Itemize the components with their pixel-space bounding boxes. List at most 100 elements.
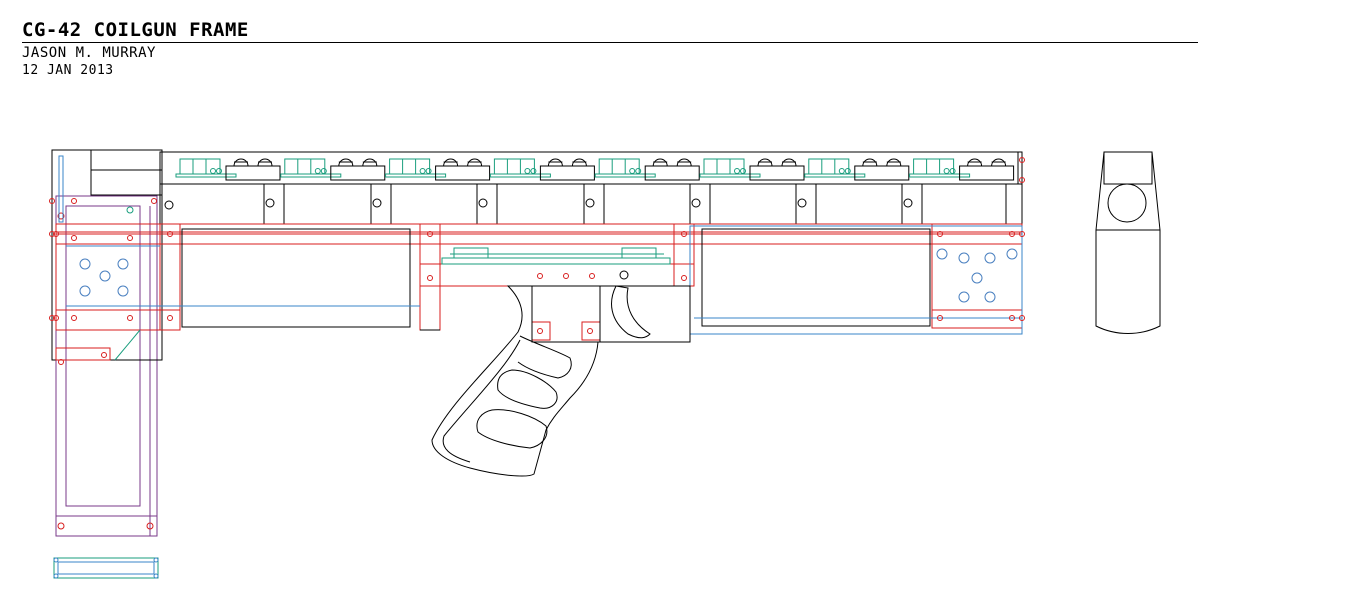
drawing-author: JASON M. MURRAY	[22, 45, 156, 61]
end-view-outline	[1095, 151, 1161, 334]
rear-plate-strut	[159, 223, 181, 331]
coil-bay-dividers	[164, 160, 1023, 225]
mounting-hole	[127, 235, 133, 241]
coil-housing	[539, 165, 595, 181]
front-lower-bar	[931, 309, 1023, 329]
board-led	[314, 168, 321, 174]
pistol-grip	[431, 285, 599, 477]
mounting-hole	[167, 315, 173, 321]
lightening-hole	[99, 270, 111, 282]
coil-module	[804, 158, 910, 181]
lightening-hole	[936, 248, 948, 260]
buttplate-inner	[57, 561, 155, 575]
mounting-hole	[49, 231, 55, 237]
control-board	[441, 257, 671, 265]
coil-housing	[749, 165, 805, 181]
board-led	[524, 168, 531, 174]
mounting-hole	[1009, 231, 1015, 237]
board-led	[943, 168, 950, 174]
board-led	[949, 168, 956, 174]
buttplate-hole	[153, 573, 159, 579]
upper-plate-line	[55, 231, 1023, 235]
mounting-hole	[681, 231, 687, 237]
coil-module	[699, 158, 805, 181]
lightening-hole	[1006, 248, 1018, 260]
coil-housing	[435, 165, 491, 181]
lightening-hole	[984, 252, 996, 264]
trigger-housing	[531, 285, 691, 343]
stock-brace-line	[114, 329, 141, 361]
coil-module	[385, 158, 491, 181]
coil-dome	[652, 158, 668, 167]
coil-housing	[330, 165, 386, 181]
coil-dome	[547, 158, 563, 167]
stock-hole	[57, 212, 65, 220]
rear-guide-rod	[58, 155, 64, 223]
coil-housing	[644, 165, 700, 181]
mounting-hole	[1019, 177, 1025, 183]
board-led	[425, 168, 432, 174]
coil-dome	[862, 158, 878, 167]
coil-dome	[991, 158, 1007, 167]
trigger-board	[441, 247, 671, 265]
title-rule	[22, 42, 1198, 43]
mounting-hole	[53, 315, 59, 321]
rail-lower-frame	[159, 183, 1023, 225]
front-guide-box	[689, 225, 1023, 335]
mounting-hole	[587, 328, 593, 334]
board-led	[838, 168, 845, 174]
driver-capacitor	[284, 158, 326, 175]
indicator-hole	[126, 206, 134, 214]
coil-dome	[757, 158, 773, 167]
mounting-hole	[1009, 315, 1015, 321]
coil-module	[280, 158, 386, 181]
board-led	[844, 168, 851, 174]
grip-finger-groove	[517, 335, 572, 379]
grip-tab-left	[531, 321, 551, 341]
mounting-hole	[49, 315, 55, 321]
bay-divider-hole	[797, 198, 807, 208]
coil-modules	[175, 158, 1015, 181]
bay-divider-hole	[691, 198, 701, 208]
mounting-hole	[49, 198, 55, 204]
trigger-pivot-pin	[619, 270, 629, 280]
lightening-hole	[79, 258, 91, 270]
mounting-hole	[71, 235, 77, 241]
mounting-hole	[681, 275, 687, 281]
receiver-bar	[419, 263, 695, 287]
coil-module	[909, 158, 1015, 181]
grip-tab-right	[581, 321, 601, 341]
coil-dome	[467, 158, 483, 167]
mounting-hole	[427, 275, 433, 281]
coil-module	[489, 158, 595, 181]
lightening-hole	[984, 291, 996, 303]
coil-module	[175, 158, 281, 181]
mounting-hole	[427, 231, 433, 237]
coil-housing	[225, 165, 281, 181]
side-plates	[55, 223, 1023, 361]
mounting-hole	[937, 315, 943, 321]
bay-divider-hole	[585, 198, 595, 208]
stock-hole	[146, 522, 154, 530]
bay-divider-hole	[478, 198, 488, 208]
stock-holes	[57, 212, 154, 530]
mounting-hole	[127, 315, 133, 321]
board-led	[635, 168, 642, 174]
title-block: CG-42 COILGUN FRAME JASON M. MURRAY 12 J…	[22, 18, 1198, 79]
front-cell-window	[701, 228, 931, 327]
coil-rail	[159, 151, 1023, 225]
board-led	[419, 168, 426, 174]
cell-windows	[181, 228, 931, 328]
rail-upper-frame	[159, 151, 1023, 185]
stock-latch-plate	[55, 347, 111, 361]
buttplate-hole	[53, 557, 59, 563]
lightening-hole	[971, 272, 983, 284]
mounting-hole	[563, 273, 569, 279]
mounting-hole	[53, 231, 59, 237]
mounting-hole	[151, 198, 157, 204]
coil-dome	[257, 158, 273, 167]
driver-capacitor	[913, 158, 955, 175]
end-view-rail	[1103, 151, 1153, 185]
coil-dome	[362, 158, 378, 167]
